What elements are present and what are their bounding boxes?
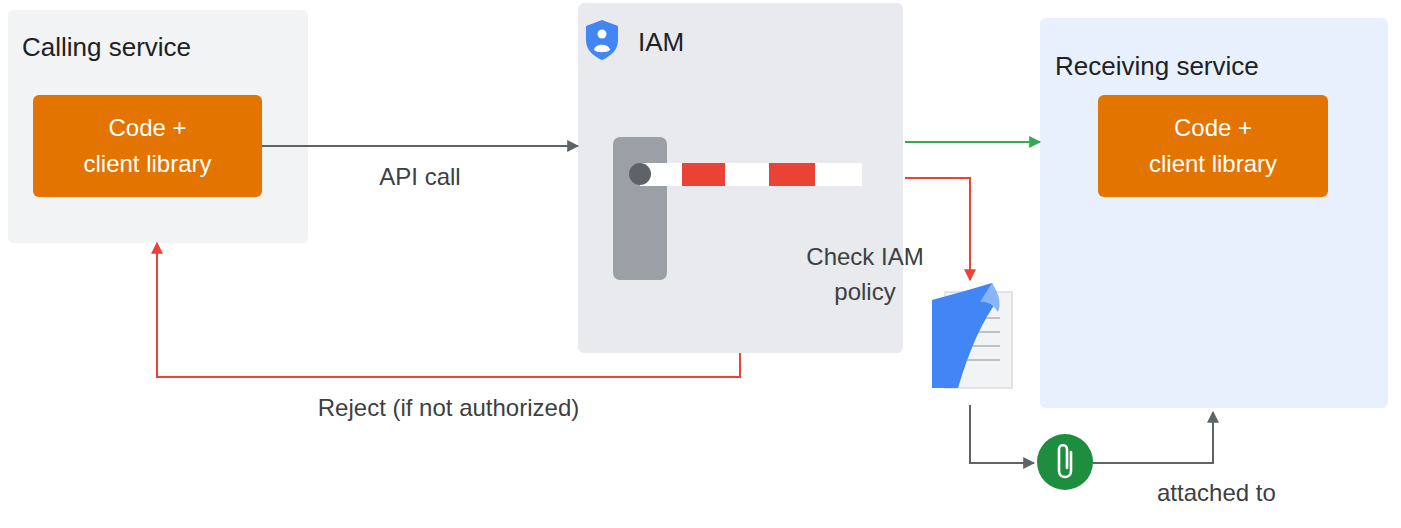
attachment-line: [970, 405, 1034, 463]
panel-heading: IAM: [638, 27, 684, 58]
panel-heading: Calling service: [22, 32, 191, 63]
api-call-arrow: [262, 145, 578, 147]
edge-label: Reject (if not authorized): [318, 391, 579, 426]
allow-arrow: [905, 141, 1040, 143]
paperclip-icon: [1037, 434, 1093, 490]
box-label: Code + client library: [80, 110, 215, 182]
box-label: Code + client library: [1146, 110, 1281, 182]
panel-fill: [1040, 18, 1388, 408]
service-panel: Receiving serviceCode + client library: [1040, 18, 1388, 408]
code-box: Code + client library: [33, 95, 262, 197]
iam-shield-icon: [586, 20, 618, 60]
reject-arrow: [157, 243, 740, 377]
note-label: attached to: [1157, 476, 1276, 511]
service-panel: Calling serviceCode + client library: [8, 10, 308, 243]
code-box: Code + client library: [1098, 95, 1328, 197]
attachment-line: [1093, 412, 1213, 463]
panel-fill: [8, 10, 308, 243]
policy-document-icon: [932, 283, 1012, 388]
panel-heading: Receiving service: [1055, 51, 1259, 82]
note-label: Check IAM policy: [785, 240, 945, 310]
edge-label: API call: [379, 160, 460, 195]
